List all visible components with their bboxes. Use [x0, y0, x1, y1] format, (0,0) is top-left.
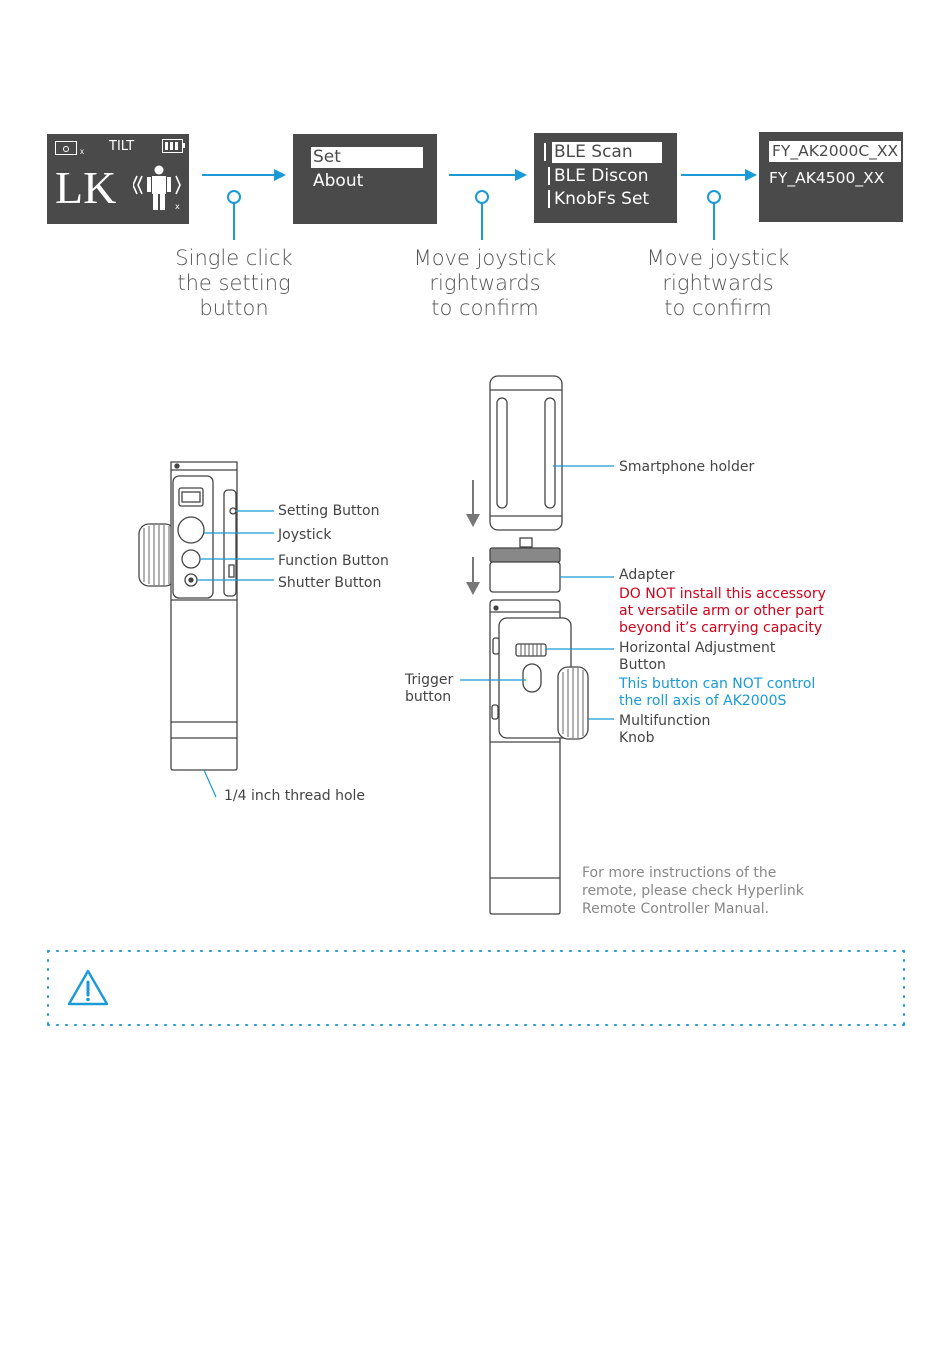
svg-text:x: x [175, 202, 180, 211]
menu-item-about[interactable]: About [313, 171, 364, 191]
horizontal-adjustment-note: This button can NOT control the roll axi… [619, 676, 816, 709]
menu-item-set[interactable]: Set [311, 147, 423, 168]
trigger-button-label: Trigger button [405, 672, 454, 705]
joystick-label: Joystick [278, 527, 332, 543]
menu-item-knobfs-set[interactable]: KnobFs Set [554, 189, 650, 209]
menu-bar-1 [544, 143, 546, 161]
screen-ble-menu: BLE Scan BLE Discon KnobFs Set [534, 133, 677, 223]
multifunction-knob-label: Multifunction Knob [619, 713, 711, 746]
screen-set-menu: Set About [293, 134, 437, 224]
shutter-button-label: Shutter Button [278, 575, 382, 591]
adapter-label: Adapter [619, 567, 675, 583]
menu-item-ble-discon[interactable]: BLE Discon [554, 166, 649, 186]
thread-hole-label: 1/4 inch thread hole [224, 788, 366, 804]
lock-label: LK [55, 162, 117, 213]
setting-button-label: Setting Button [278, 503, 380, 519]
camera-x-mark: x [80, 147, 84, 156]
device-ak4500[interactable]: FY_AK4500_XX [769, 169, 885, 187]
adapter-warning: DO NOT install this accessory at versati… [619, 586, 826, 636]
warning-triangle-icon [66, 968, 110, 1008]
horizontal-adjustment-label: Horizontal Adjustment Button [619, 640, 776, 673]
battery-tip [183, 143, 185, 148]
camera-dot [63, 146, 69, 152]
camera-icon [55, 141, 77, 155]
function-button-label: Function Button [278, 553, 389, 569]
menu-bar-2 [548, 167, 550, 185]
person-icon: x [133, 164, 185, 212]
mode-label: TILT [109, 139, 135, 154]
menu-bar-3 [548, 190, 550, 208]
smartphone-holder-label: Smartphone holder [619, 459, 755, 475]
device-ak2000c[interactable]: FY_AK2000C_XX [769, 141, 902, 162]
menu-item-ble-scan[interactable]: BLE Scan [552, 142, 662, 163]
screen-device-list: FY_AK2000C_XX FY_AK4500_XX [759, 132, 903, 222]
battery-icon [162, 139, 183, 153]
more-instructions-note: For more instructions of the remote, ple… [582, 865, 804, 917]
screen-home: x TILT LK x [47, 134, 189, 224]
